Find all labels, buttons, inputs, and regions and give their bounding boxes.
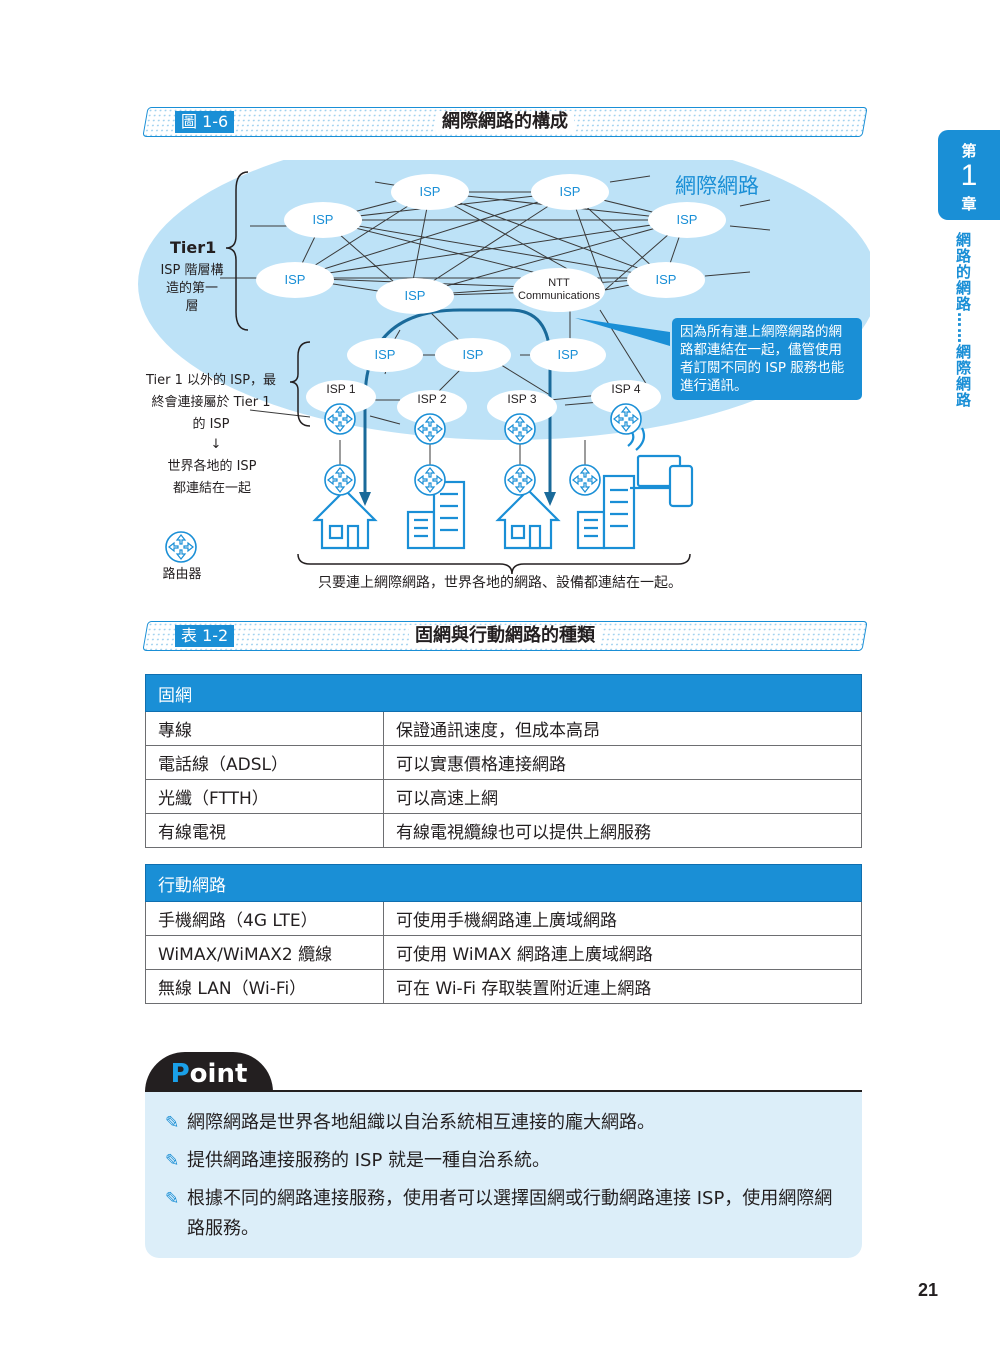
chapter-suffix: 章	[961, 195, 977, 213]
point-text: 網際網路是世界各地組織以自治系統相互連接的龐大網路。	[187, 1112, 655, 1133]
isp-node: ISP	[391, 174, 469, 210]
router-icon	[569, 464, 601, 496]
chapter-number: 1	[960, 159, 978, 192]
isp-node: ISP	[284, 202, 362, 238]
chapter-prefix: 第	[961, 142, 977, 160]
fixed-network-header: 固網	[145, 674, 862, 712]
tier1-brace	[225, 171, 249, 331]
internet-label: 網際網路	[675, 174, 759, 198]
isp-node: ISP	[531, 174, 609, 210]
table-cell: WiMAX/WiMAX2 纜線	[145, 935, 384, 970]
table-row: 有線電視有線電視纜線也可以提供上網服務	[145, 813, 862, 848]
page-number: 21	[918, 1280, 939, 1300]
figure-title: 網際網路的構成	[145, 107, 865, 137]
pencil-icon: ✎	[165, 1113, 180, 1133]
pencil-icon: ✎	[165, 1189, 180, 1209]
point-badge-first: P	[170, 1059, 190, 1089]
point-rule	[145, 1090, 862, 1092]
table-cell: 有線電視	[145, 813, 384, 848]
figure-label: 圖 1-6	[175, 111, 235, 133]
smartphone	[668, 464, 694, 508]
router-icon	[504, 464, 536, 496]
world-description: 世界各地的 ISP 都連結在一起	[167, 459, 257, 496]
router-icon	[324, 464, 356, 496]
bottom-note: 只要連上網際網路，世界各地的網路、設備都連結在一起。	[318, 575, 682, 591]
table-cell: 可以高速上網	[383, 779, 862, 814]
chapter-vertical-title: 網路的網路……網際網路	[954, 232, 972, 408]
bottom-brace	[297, 553, 691, 575]
table-cell: 可在 Wi-Fi 存取裝置附近連上網路	[383, 969, 862, 1004]
table-cell: 專線	[145, 711, 384, 746]
table-cell: 有線電視纜線也可以提供上網服務	[383, 813, 862, 848]
router-icon	[504, 413, 536, 445]
table-cell: 光纖（FTTH）	[145, 779, 384, 814]
table-row: 手機網路（4G LTE）可使用手機網路連上廣域網路	[145, 901, 862, 936]
tier1-title: Tier1	[170, 238, 217, 257]
isp-4-node: ISP 4	[591, 380, 661, 414]
tier1-description: ISP 階層構造的第一層	[160, 263, 224, 314]
point-box	[145, 1092, 862, 1258]
chapter-tab: 第 1 章	[938, 130, 1000, 220]
point-item: ✎ 根據不同的網路連接服務，使用者可以選擇固網或行動網路連接 ISP，使用網際網路…	[165, 1184, 837, 1244]
point-badge: Point	[145, 1052, 273, 1092]
mobile-network-header: 行動網路	[145, 864, 862, 902]
table-cell: 可使用手機網路連上廣域網路	[383, 901, 862, 936]
non-tier1-description: Tier 1 以外的 ISP，最終會連接屬於 Tier 1 的 ISP	[145, 373, 277, 432]
table-cell: 保證通訊速度，但成本高昂	[383, 711, 862, 746]
table-label: 表 1-2	[175, 625, 235, 647]
router-icon	[324, 403, 356, 435]
router-legend-icon	[165, 531, 197, 563]
router-icon	[414, 413, 446, 445]
table-cell: 可使用 WiMAX 網路連上廣域網路	[383, 935, 862, 970]
callout-box: 因為所有連上網際網路的網路都連結在一起，儘管使用者訂閱不同的 ISP 服務也能進…	[672, 318, 862, 400]
table-row: 光纖（FTTH）可以高速上網	[145, 779, 862, 814]
point-text: 根據不同的網路連接服務，使用者可以選擇固網或行動網路連接 ISP，使用網際網路服…	[187, 1188, 833, 1239]
non-tier1-brace	[289, 341, 311, 427]
table-row: 無線 LAN（Wi-Fi）可在 Wi-Fi 存取裝置附近連上網路	[145, 969, 862, 1004]
ntt-isp-node: NTT Communications	[513, 268, 605, 312]
isp-node: ISP	[347, 338, 423, 372]
point-text: 提供網路連接服務的 ISP 就是一種自治系統。	[187, 1150, 551, 1171]
router-legend-label: 路由器	[162, 567, 202, 582]
table-title: 固網與行動網路的種類	[145, 621, 865, 651]
point-item: ✎ 網際網路是世界各地組織以自治系統相互連接的龐大網路。	[165, 1108, 655, 1138]
table-row: WiMAX/WiMAX2 纜線可使用 WiMAX 網路連上廣域網路	[145, 935, 862, 970]
internet-diagram: 網際網路 Tier1 ISP 階層構造的第一層 Tier 1 以外的 ISP，最…	[130, 160, 870, 600]
building-right	[576, 510, 606, 550]
building-left	[406, 510, 436, 550]
point-item: ✎ 提供網路連接服務的 ISP 就是一種自治系統。	[165, 1146, 550, 1176]
buildings	[312, 427, 694, 550]
isp-node: ISP	[530, 338, 606, 372]
pencil-icon: ✎	[165, 1151, 180, 1171]
table-cell: 無線 LAN（Wi-Fi）	[145, 969, 384, 1004]
isp-node: ISP	[376, 278, 454, 314]
table-cell: 電話線（ADSL）	[145, 745, 384, 780]
fixed-network-table: 固網 專線保證通訊速度，但成本高昂 電話線（ADSL）可以實惠價格連接網路 光纖…	[145, 674, 862, 848]
callout-pointer	[575, 318, 670, 346]
isp-node: ISP	[648, 202, 726, 238]
router-icon	[610, 403, 642, 435]
table-row: 專線保證通訊速度，但成本高昂	[145, 711, 862, 746]
point-badge-rest: oint	[189, 1059, 248, 1089]
isp-node: ISP	[435, 338, 511, 372]
mobile-network-table: 行動網路 手機網路（4G LTE）可使用手機網路連上廣域網路 WiMAX/WiM…	[145, 864, 862, 1004]
isp-node: ISP	[627, 262, 705, 298]
table-row: 電話線（ADSL）可以實惠價格連接網路	[145, 745, 862, 780]
router-icon	[414, 464, 446, 496]
isp-node: ISP	[256, 262, 334, 298]
table-cell: 手機網路（4G LTE）	[145, 901, 384, 936]
down-arrow: ↓	[210, 437, 222, 452]
table-cell: 可以實惠價格連接網路	[383, 745, 862, 780]
